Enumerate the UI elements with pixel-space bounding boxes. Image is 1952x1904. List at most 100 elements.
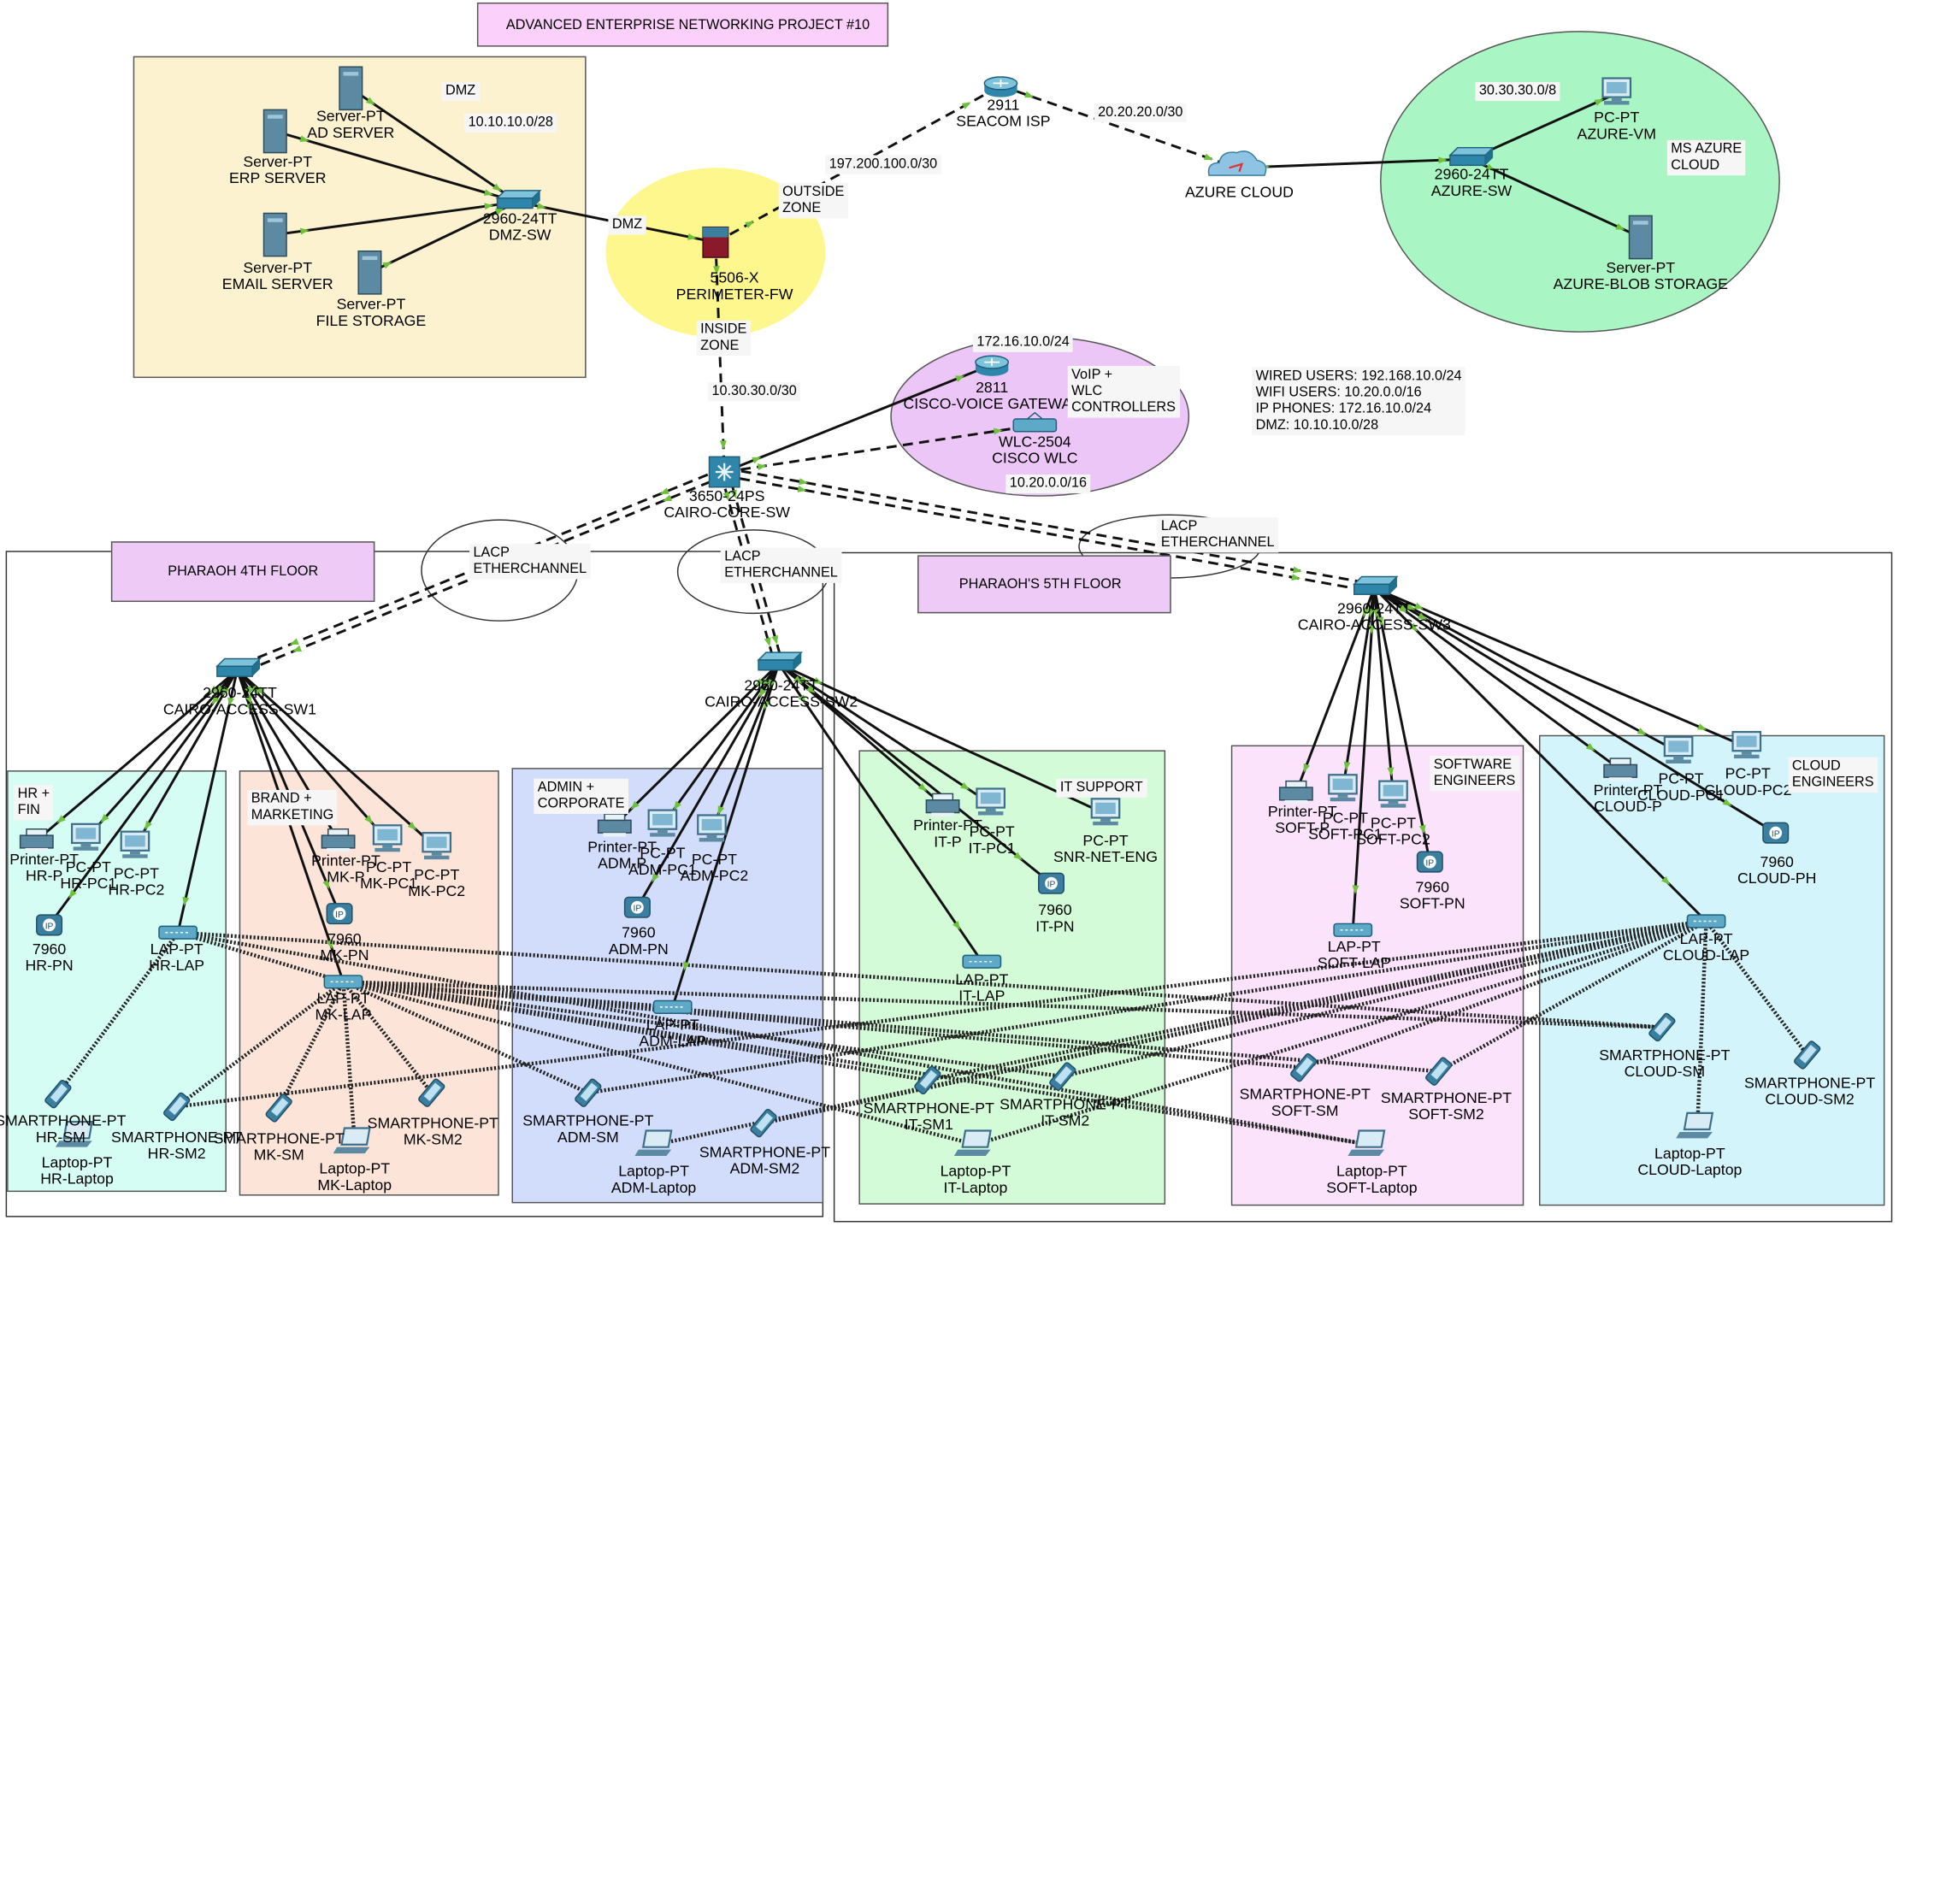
link-erp-dmzsw[interactable]	[274, 130, 518, 203]
link-acc3-cloudp[interactable]	[1373, 587, 1622, 771]
server-icon[interactable]	[357, 250, 382, 295]
link-acc2-itpn[interactable]	[777, 663, 1053, 885]
pc-icon[interactable]	[1601, 77, 1632, 105]
switch-icon[interactable]	[1448, 146, 1495, 167]
pc-icon[interactable]	[976, 787, 1006, 816]
smartphone-icon[interactable]	[1794, 1040, 1821, 1070]
ip-phone-icon[interactable]: IP	[1762, 822, 1790, 844]
link-acc3-cloudlap[interactable]	[1373, 587, 1707, 923]
ip-phone-icon[interactable]: IP	[326, 903, 353, 925]
link-fw-isp[interactable]	[715, 85, 1002, 244]
link-azcloud-azsw[interactable]	[1236, 157, 1471, 169]
printer-icon[interactable]	[19, 828, 54, 852]
pc-icon[interactable]	[1378, 780, 1408, 808]
link-acc3-cloudpc2[interactable]	[1373, 587, 1748, 749]
link-acc3-cloudph[interactable]	[1373, 587, 1777, 834]
switch-icon[interactable]	[495, 190, 542, 209]
switch-icon[interactable]	[1352, 575, 1399, 595]
pc-icon[interactable]	[1328, 774, 1358, 802]
switch-icon[interactable]	[757, 651, 804, 671]
link-file-dmzsw[interactable]	[369, 200, 518, 274]
access-point-icon[interactable]	[1686, 914, 1726, 928]
smartphone-icon[interactable]	[1290, 1052, 1318, 1082]
link-core-acc3[interactable]	[723, 474, 1374, 593]
pc-icon[interactable]	[120, 830, 150, 858]
smartphone-icon[interactable]	[163, 1092, 191, 1122]
smartphone-icon[interactable]	[418, 1078, 445, 1107]
smartphone-icon[interactable]	[575, 1078, 602, 1107]
link-acc2-itlap[interactable]	[777, 663, 983, 963]
link-core-wlc[interactable]	[724, 423, 1035, 474]
link-acc2-snr[interactable]	[778, 663, 1106, 816]
laptop-icon[interactable]	[1348, 1129, 1386, 1157]
ip-phone-icon[interactable]: IP	[623, 896, 651, 918]
pc-icon[interactable]	[1090, 798, 1121, 826]
link-acc2-admpn[interactable]	[636, 663, 780, 908]
access-point-icon[interactable]	[1333, 923, 1373, 937]
link-acc1-mkpc1[interactable]	[236, 669, 389, 841]
firewall-icon[interactable]	[702, 226, 729, 258]
cloud-icon[interactable]	[1207, 150, 1267, 176]
server-icon[interactable]	[339, 66, 363, 111]
smartphone-icon[interactable]	[1425, 1057, 1453, 1086]
laptop-icon[interactable]	[634, 1129, 673, 1157]
smartphone-icon[interactable]	[1648, 1012, 1676, 1042]
server-icon[interactable]	[1628, 215, 1653, 260]
link-acc2-admlap[interactable]	[671, 663, 781, 1008]
pc-icon[interactable]	[1663, 735, 1694, 763]
access-point-icon[interactable]	[652, 999, 693, 1014]
link-acc3-softp[interactable]	[1294, 587, 1376, 793]
link-acc3-softlap[interactable]	[1351, 587, 1376, 930]
smartphone-icon[interactable]	[914, 1065, 941, 1095]
link-email-dmzsw[interactable]	[274, 200, 518, 236]
server-icon[interactable]	[262, 109, 287, 154]
link-acc1-hrpc2[interactable]	[133, 669, 239, 848]
pc-icon[interactable]	[372, 824, 403, 852]
pc-icon[interactable]	[647, 809, 678, 837]
smartphone-icon[interactable]	[44, 1079, 72, 1109]
link-acc1-hrpn[interactable]	[48, 669, 239, 926]
router-icon[interactable]	[975, 355, 1010, 376]
access-point-icon[interactable]	[962, 954, 1002, 969]
smartphone-icon[interactable]	[265, 1093, 292, 1123]
link-azsw-azvm[interactable]	[1469, 91, 1618, 161]
printer-icon[interactable]	[925, 793, 960, 816]
printer-icon[interactable]	[321, 828, 356, 852]
link-isp-azcloud[interactable]	[1000, 84, 1237, 169]
link-fw-core[interactable]	[714, 242, 726, 473]
link-acc2-itpc1[interactable]	[777, 663, 992, 805]
pc-icon[interactable]	[71, 822, 101, 851]
link-acc2-admp[interactable]	[613, 663, 780, 827]
ip-phone-icon[interactable]: IP	[1416, 851, 1443, 873]
link-acc3-softpn[interactable]	[1372, 587, 1431, 863]
server-icon[interactable]	[262, 212, 287, 257]
link-acc3-cloudpc1[interactable]	[1373, 587, 1679, 753]
link-acc1-hrp[interactable]	[35, 669, 239, 842]
laptop-icon[interactable]	[1676, 1111, 1714, 1139]
access-point-icon[interactable]	[158, 925, 198, 940]
link-acc1-hrlap[interactable]	[176, 669, 239, 934]
pc-icon[interactable]	[422, 832, 452, 860]
pc-icon[interactable]	[697, 814, 727, 842]
laptop-icon[interactable]	[55, 1121, 93, 1147]
pc-icon[interactable]	[1731, 730, 1762, 759]
wlc-icon[interactable]	[1012, 411, 1058, 433]
link-acc1-mklap[interactable]	[236, 669, 345, 982]
link-acc3-softpc1[interactable]	[1342, 587, 1376, 791]
ip-phone-icon[interactable]: IP	[36, 914, 63, 936]
printer-icon[interactable]	[1603, 757, 1638, 781]
link-acc1-hrpc1[interactable]	[85, 669, 239, 840]
link-azsw-azblob[interactable]	[1469, 157, 1642, 239]
printer-icon[interactable]	[1278, 780, 1313, 805]
link-core-acc3[interactable]	[724, 467, 1376, 586]
printer-icon[interactable]	[597, 813, 632, 837]
link-core-vgw[interactable]	[723, 363, 993, 474]
router-icon[interactable]	[983, 76, 1018, 97]
access-point-icon[interactable]	[323, 975, 363, 989]
laptop-icon[interactable]	[953, 1129, 992, 1157]
link-acc2-admpc1[interactable]	[661, 663, 780, 827]
smartphone-icon[interactable]	[750, 1108, 777, 1138]
switch-icon[interactable]	[215, 657, 262, 677]
multilayer-switch-icon[interactable]	[708, 456, 740, 488]
